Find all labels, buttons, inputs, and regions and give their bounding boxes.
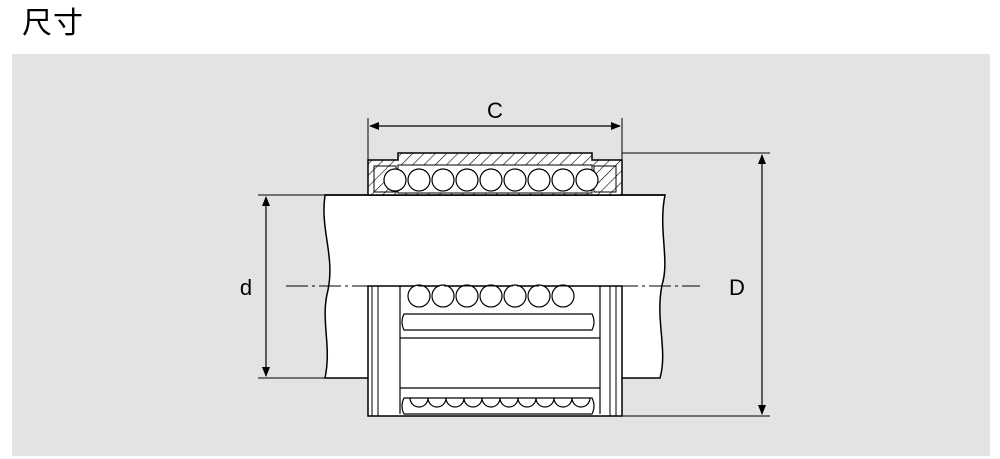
dimension-d-small: d <box>240 194 325 379</box>
ball-row-mid <box>407 284 575 308</box>
dimension-d-large-label: D <box>729 275 745 300</box>
dimension-d-large: D <box>622 152 770 417</box>
ball-row-bottom <box>409 397 591 408</box>
ball-row-top <box>383 168 599 192</box>
dimension-c: C <box>367 98 623 160</box>
dimension-c-label: C <box>487 98 503 123</box>
dimension-d-small-label: d <box>240 275 252 300</box>
page-title: 尺寸 <box>22 6 84 41</box>
outer-sleeve <box>367 285 623 417</box>
